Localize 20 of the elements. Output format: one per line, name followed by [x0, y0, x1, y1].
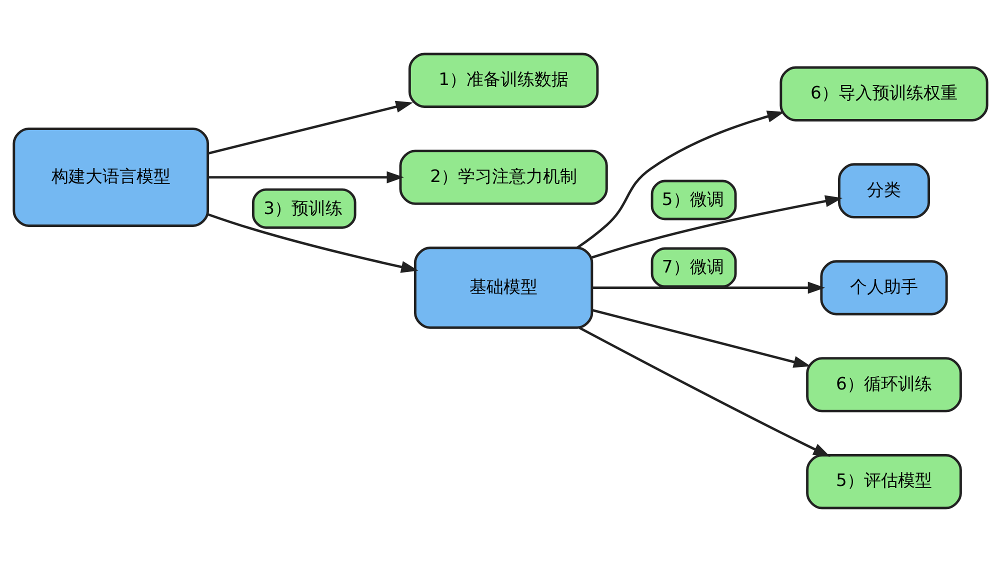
node-box: 6）循环训练 [806, 357, 962, 412]
node-box: 构建大语言模型 [12, 128, 209, 227]
arrow [206, 213, 418, 273]
edge-label: 3）预训练 [263, 198, 342, 219]
node-box: 基础模型 [413, 246, 593, 329]
arrow [591, 195, 842, 259]
node-box: 1）准备训练数据 [408, 52, 598, 108]
arrow [576, 110, 784, 249]
edge-label: 7）微调 [661, 258, 724, 278]
arrow [591, 308, 810, 368]
arrow [578, 326, 830, 457]
edge-label: 5）微调 [661, 190, 724, 210]
arrow [208, 171, 404, 184]
node-box: 6）导入预训练权重 [779, 66, 988, 122]
node-box: 2）学习注意力机制 [398, 150, 608, 205]
node-box: 分类 [837, 163, 930, 218]
node-box: 5）评估模型 [806, 454, 962, 510]
arrow [592, 282, 825, 294]
node-box: 个人助手 [820, 260, 948, 316]
arrow [207, 100, 413, 155]
